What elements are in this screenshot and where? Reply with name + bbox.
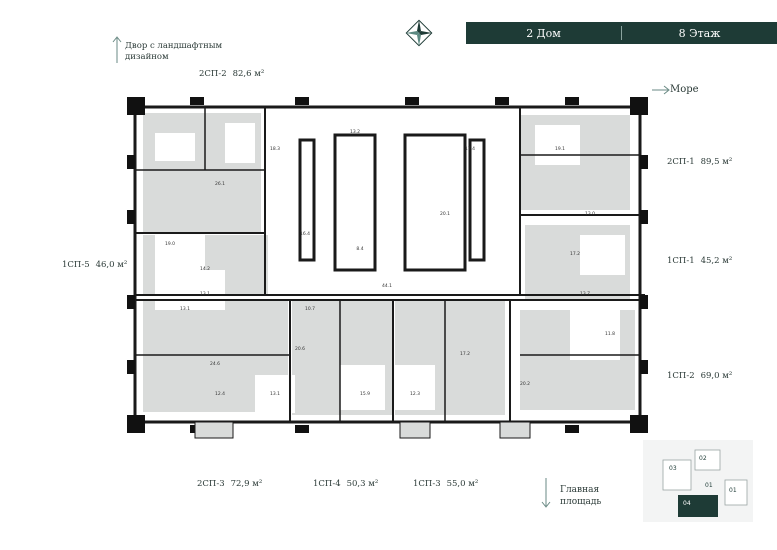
apartment-name: 1СП-3 — [413, 479, 441, 489]
room-label: 13.1 — [200, 291, 210, 297]
building-core — [298, 133, 486, 272]
apartment-2sp-3-label: 2СП-3 72,9 м² — [197, 479, 262, 489]
main-square-label-line1: Главная — [560, 485, 600, 495]
apartment-name: 1СП-1 — [667, 256, 695, 266]
room-label: 13.0 — [585, 211, 595, 217]
room-label: 20.6 — [295, 346, 305, 352]
room-label: 19.1 — [555, 146, 565, 152]
apartment-1sp-4-label: 1СП-4 50,3 м² — [313, 479, 378, 489]
minimap-building-label: 02 — [699, 455, 707, 462]
apartment-name: 1СП-5 — [62, 260, 90, 270]
room-label: 12.3 — [410, 391, 420, 397]
apartment-name: 2СП-3 — [197, 479, 225, 489]
courtyard-arrow-icon — [112, 36, 122, 63]
room-label: 24.6 — [210, 361, 220, 367]
room-label: 13.1 — [270, 391, 280, 397]
apartment-area: 69,0 м² — [700, 371, 733, 381]
apartment-1sp-1-label: 1СП-1 45,2 м² — [667, 256, 732, 266]
apartment-1sp-3-label: 1СП-3 55,0 м² — [413, 479, 478, 489]
minimap-building-label: 03 — [669, 465, 677, 472]
floor-plan: 13.2 18.3 17.4 19.1 26.1 16.4 20.1 8.4 4… — [127, 97, 648, 439]
room-interiors — [155, 123, 625, 413]
room-label: 11.8 — [605, 331, 615, 337]
courtyard-label: Двор с ландшафтным дизайном — [125, 41, 222, 63]
room-label: 12.4 — [215, 391, 225, 397]
room-label: 20.1 — [440, 211, 450, 217]
apartment-area: 45,2 м² — [700, 256, 733, 266]
structural-columns — [127, 97, 648, 433]
apartment-name: 2СП-2 — [199, 69, 227, 79]
balconies — [194, 421, 531, 439]
minimap-building-label: 01 — [705, 482, 713, 489]
room-label: 20.2 — [520, 381, 530, 387]
courtyard-label-line1: Двор с ландшафтным — [125, 41, 223, 51]
apartment-area: 82,6 м² — [232, 69, 265, 79]
room-label: 13.2 — [350, 129, 360, 135]
room-label: 19.0 — [165, 241, 175, 247]
apartment-area: 89,5 м² — [700, 157, 733, 167]
sea-label: Море — [670, 84, 699, 95]
header-bar: 2 Дом 8 Этаж — [466, 22, 777, 44]
room-label: 15.9 — [360, 391, 370, 397]
apartment-area: 46,0 м² — [95, 260, 128, 270]
room-label: 17.4 — [465, 146, 475, 152]
apartment-name: 1СП-2 — [667, 371, 695, 381]
site-minimap: 03 02 01 01 04 — [643, 440, 753, 522]
room-label: 8.4 — [356, 246, 363, 252]
room-label: 13.1 — [180, 306, 190, 312]
room-labels: 13.2 18.3 17.4 19.1 26.1 16.4 20.1 8.4 4… — [165, 129, 615, 397]
compass-logo-icon — [404, 18, 434, 48]
room-label: 18.3 — [270, 146, 280, 152]
minimap-building-label: 01 — [729, 487, 737, 494]
room-label: 10.7 — [305, 306, 315, 312]
room-label: 13.7 — [580, 291, 590, 297]
floor-label: 8 Этаж — [678, 26, 721, 40]
apartment-2sp-1-label: 2СП-1 89,5 м² — [667, 157, 732, 167]
apartment-area: 72,9 м² — [230, 479, 263, 489]
apartment-name: 1СП-4 — [313, 479, 341, 489]
sea-arrow-icon — [652, 85, 670, 95]
main-square-arrow-icon — [541, 478, 551, 508]
walls — [133, 105, 645, 424]
room-label: 17.2 — [570, 251, 580, 257]
apartment-area: 50,3 м² — [346, 479, 379, 489]
main-square-label: Главная площадь — [560, 484, 601, 508]
header-divider — [621, 26, 622, 40]
apartment-2sp-2-label: 2СП-2 82,6 м² — [199, 69, 264, 79]
minimap-building-label: 04 — [683, 500, 691, 507]
apartment-1sp-2-label: 1СП-2 69,0 м² — [667, 371, 732, 381]
room-label: 14.2 — [200, 266, 210, 272]
room-label: 16.4 — [300, 231, 310, 237]
apartment-1sp-5-label: 1СП-5 46,0 м² — [62, 260, 127, 270]
apartment-name: 2СП-1 — [667, 157, 695, 167]
room-label: 26.1 — [215, 181, 225, 187]
courtyard-label-line2: дизайном — [125, 52, 169, 62]
apartment-area: 55,0 м² — [446, 479, 479, 489]
room-label: 17.2 — [460, 351, 470, 357]
house-label: 2 Дом — [526, 26, 561, 40]
main-square-label-line2: площадь — [560, 497, 602, 507]
room-label: 44.1 — [382, 283, 392, 289]
